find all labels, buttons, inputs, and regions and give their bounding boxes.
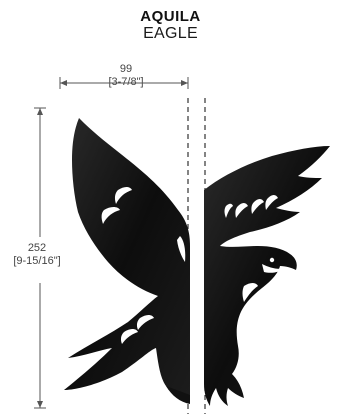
- width-dimension-line: [59, 77, 189, 89]
- height-dimension-label: 252 [9-15/16"]: [2, 242, 72, 268]
- product-subtitle: EAGLE: [143, 25, 198, 42]
- eagle-right-half: [204, 146, 330, 406]
- cut-lines: [187, 98, 206, 414]
- height-inch-value: [9-15/16"]: [13, 255, 61, 267]
- height-dimension-line: [34, 107, 46, 409]
- width-mm-value: 99: [119, 63, 133, 75]
- eagle-left-half: [64, 118, 190, 395]
- product-title: AQUILA: [140, 8, 201, 25]
- width-dimension-label: 99 [3-7/8"]: [98, 63, 154, 89]
- eagle-tail-feathers: [166, 386, 190, 404]
- height-mm-value: 252: [27, 242, 47, 254]
- width-inch-value: [3-7/8"]: [108, 76, 144, 88]
